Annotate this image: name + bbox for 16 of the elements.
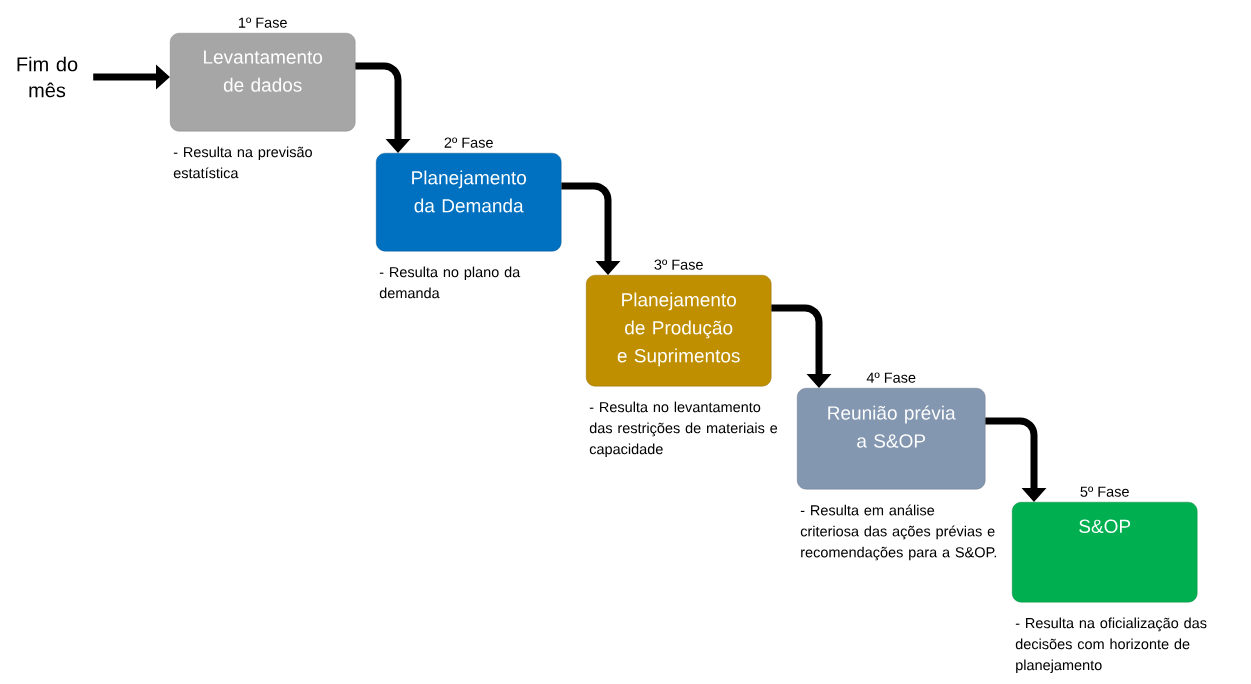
process-box: Planejamento da Demanda	[376, 153, 562, 252]
description-text: - Resulta no levantamento das restrições de materiais e capacidade	[589, 401, 778, 458]
start-label: Fim do mês	[17, 56, 78, 98]
phase-label: 1º Fase	[239, 17, 287, 28]
description-text: - Resulta na oficialização das decisões com horizonte de planejamento	[1015, 617, 1207, 674]
process-box: Levantamento de dados	[170, 33, 356, 132]
process-box: S&OP	[1012, 502, 1198, 603]
phase-label: 4º Fase	[866, 372, 916, 383]
phase-label: 3º Fase	[654, 259, 703, 270]
description-text: - Resulta no plano da demanda	[379, 266, 521, 299]
phase-label: 5º Fase	[1080, 486, 1129, 497]
description-text: - Resulta em análise criteriosa das ações prévias e recomendações para a S&OP.	[800, 504, 997, 561]
process-box: Planejamento de Produção e Suprimentos	[586, 275, 772, 387]
process-box: Reunião prévia a S&OP	[797, 388, 986, 490]
description-text: - Resulta na previsão estatística	[173, 146, 312, 179]
phase-label: 2º Fase	[444, 137, 493, 148]
